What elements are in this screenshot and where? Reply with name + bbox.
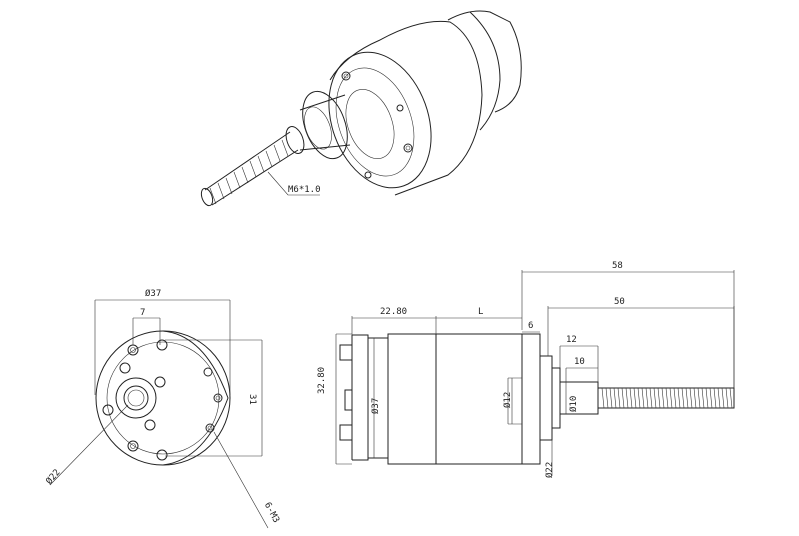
dim-58: 58: [612, 261, 623, 271]
dim-12: 12: [566, 335, 577, 345]
front-view: Ø37 7 31 Ø22 6-M3: [44, 288, 281, 529]
dim-dia12: Ø12: [502, 392, 513, 408]
dim-10: 10: [574, 357, 585, 367]
dim-7: 7: [140, 308, 145, 318]
dim-dia22-side: Ø22: [544, 462, 555, 478]
dim-6: 6: [528, 321, 533, 331]
dim-dia22-left: Ø22: [44, 467, 63, 487]
dim-dia37-side: Ø37: [370, 398, 381, 414]
isometric-view: M6*1.0: [200, 10, 522, 207]
thread-label: M6*1.0: [288, 185, 321, 195]
dim-L: L: [478, 307, 483, 317]
screw-threads: [601, 387, 733, 409]
dim-dia37-top: Ø37: [145, 288, 161, 299]
dim-dia10: Ø10: [568, 396, 579, 412]
dim-50: 50: [614, 297, 625, 307]
dim-31: 31: [247, 394, 257, 405]
dim-2280: 22.80: [380, 307, 407, 317]
side-view: 58 50 22.80 L 6 12 10 32.80 Ø37 Ø12 Ø10 …: [317, 261, 735, 478]
dim-m3: 6-M3: [262, 501, 281, 525]
dim-3280: 32.80: [317, 367, 327, 394]
